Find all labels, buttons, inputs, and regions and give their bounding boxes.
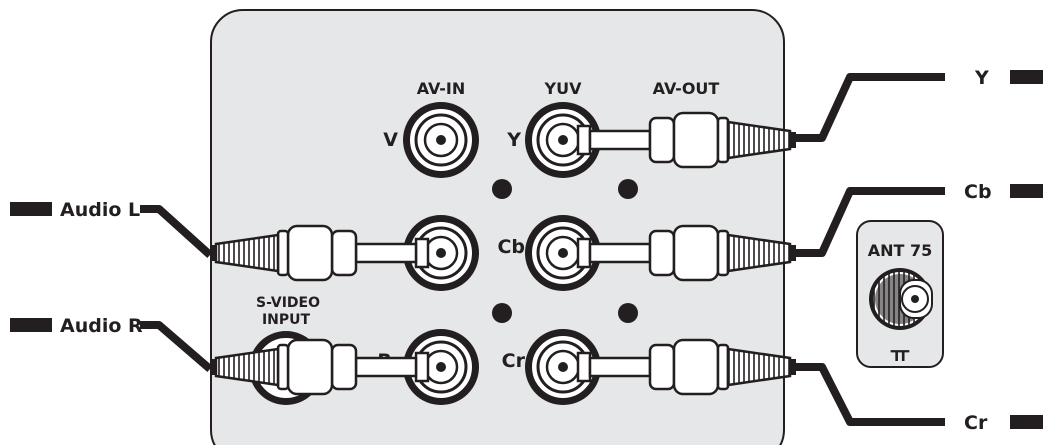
- wire-cap: [1010, 70, 1043, 84]
- svideo-label-line2: INPUT: [262, 312, 311, 328]
- yuv-y-jack[interactable]: [525, 102, 601, 178]
- panel-dot: [492, 303, 512, 323]
- cb-plug[interactable]: [576, 224, 796, 282]
- yuv-cb-jack[interactable]: [525, 215, 601, 291]
- panel-dot: [618, 179, 638, 199]
- av-in-v-jack[interactable]: [403, 102, 479, 178]
- antenna-symbol: ㅠ: [890, 343, 910, 368]
- jack-label-v: V: [383, 129, 398, 151]
- audio-r-plug[interactable]: [210, 338, 430, 396]
- wire-audio-l: [140, 205, 213, 258]
- cable-label-y: Y: [974, 67, 989, 89]
- wire-audio-r: [140, 321, 213, 373]
- cr-plug[interactable]: [576, 338, 796, 396]
- rear-panel: [210, 9, 785, 445]
- wire-cap: [10, 202, 52, 216]
- wire-cap: [1010, 184, 1043, 198]
- cable-label-audio-l: Audio L: [60, 199, 140, 221]
- panel-dot: [618, 303, 638, 323]
- jack-label-cr: Cr: [502, 350, 526, 372]
- antenna-box: ANT 75 ㅠ: [856, 220, 944, 368]
- wire-cb: [795, 187, 945, 257]
- panel-dot: [492, 179, 512, 199]
- jack-label-y: Y: [506, 129, 521, 151]
- cable-label-cb: Cb: [964, 181, 992, 203]
- audio-l-plug[interactable]: [210, 224, 430, 282]
- y-plug[interactable]: [576, 111, 796, 169]
- antenna-label: ANT 75: [868, 241, 933, 260]
- wire-cap: [10, 318, 52, 332]
- jack-label-cb: Cb: [497, 236, 525, 258]
- wire-cr: [795, 363, 945, 426]
- cable-label-cr: Cr: [964, 412, 988, 434]
- header-yuv: YUV: [544, 79, 583, 98]
- yuv-cr-jack[interactable]: [525, 329, 601, 405]
- header-av-out: AV-OUT: [653, 79, 720, 98]
- header-av-in: AV-IN: [417, 79, 466, 98]
- svideo-label-line1: S-VIDEO: [256, 295, 320, 311]
- cable-label-audio-r: Audio R: [60, 315, 143, 337]
- wire-cap: [1010, 415, 1043, 429]
- antenna-jack[interactable]: [869, 268, 933, 330]
- wire-y: [795, 73, 945, 142]
